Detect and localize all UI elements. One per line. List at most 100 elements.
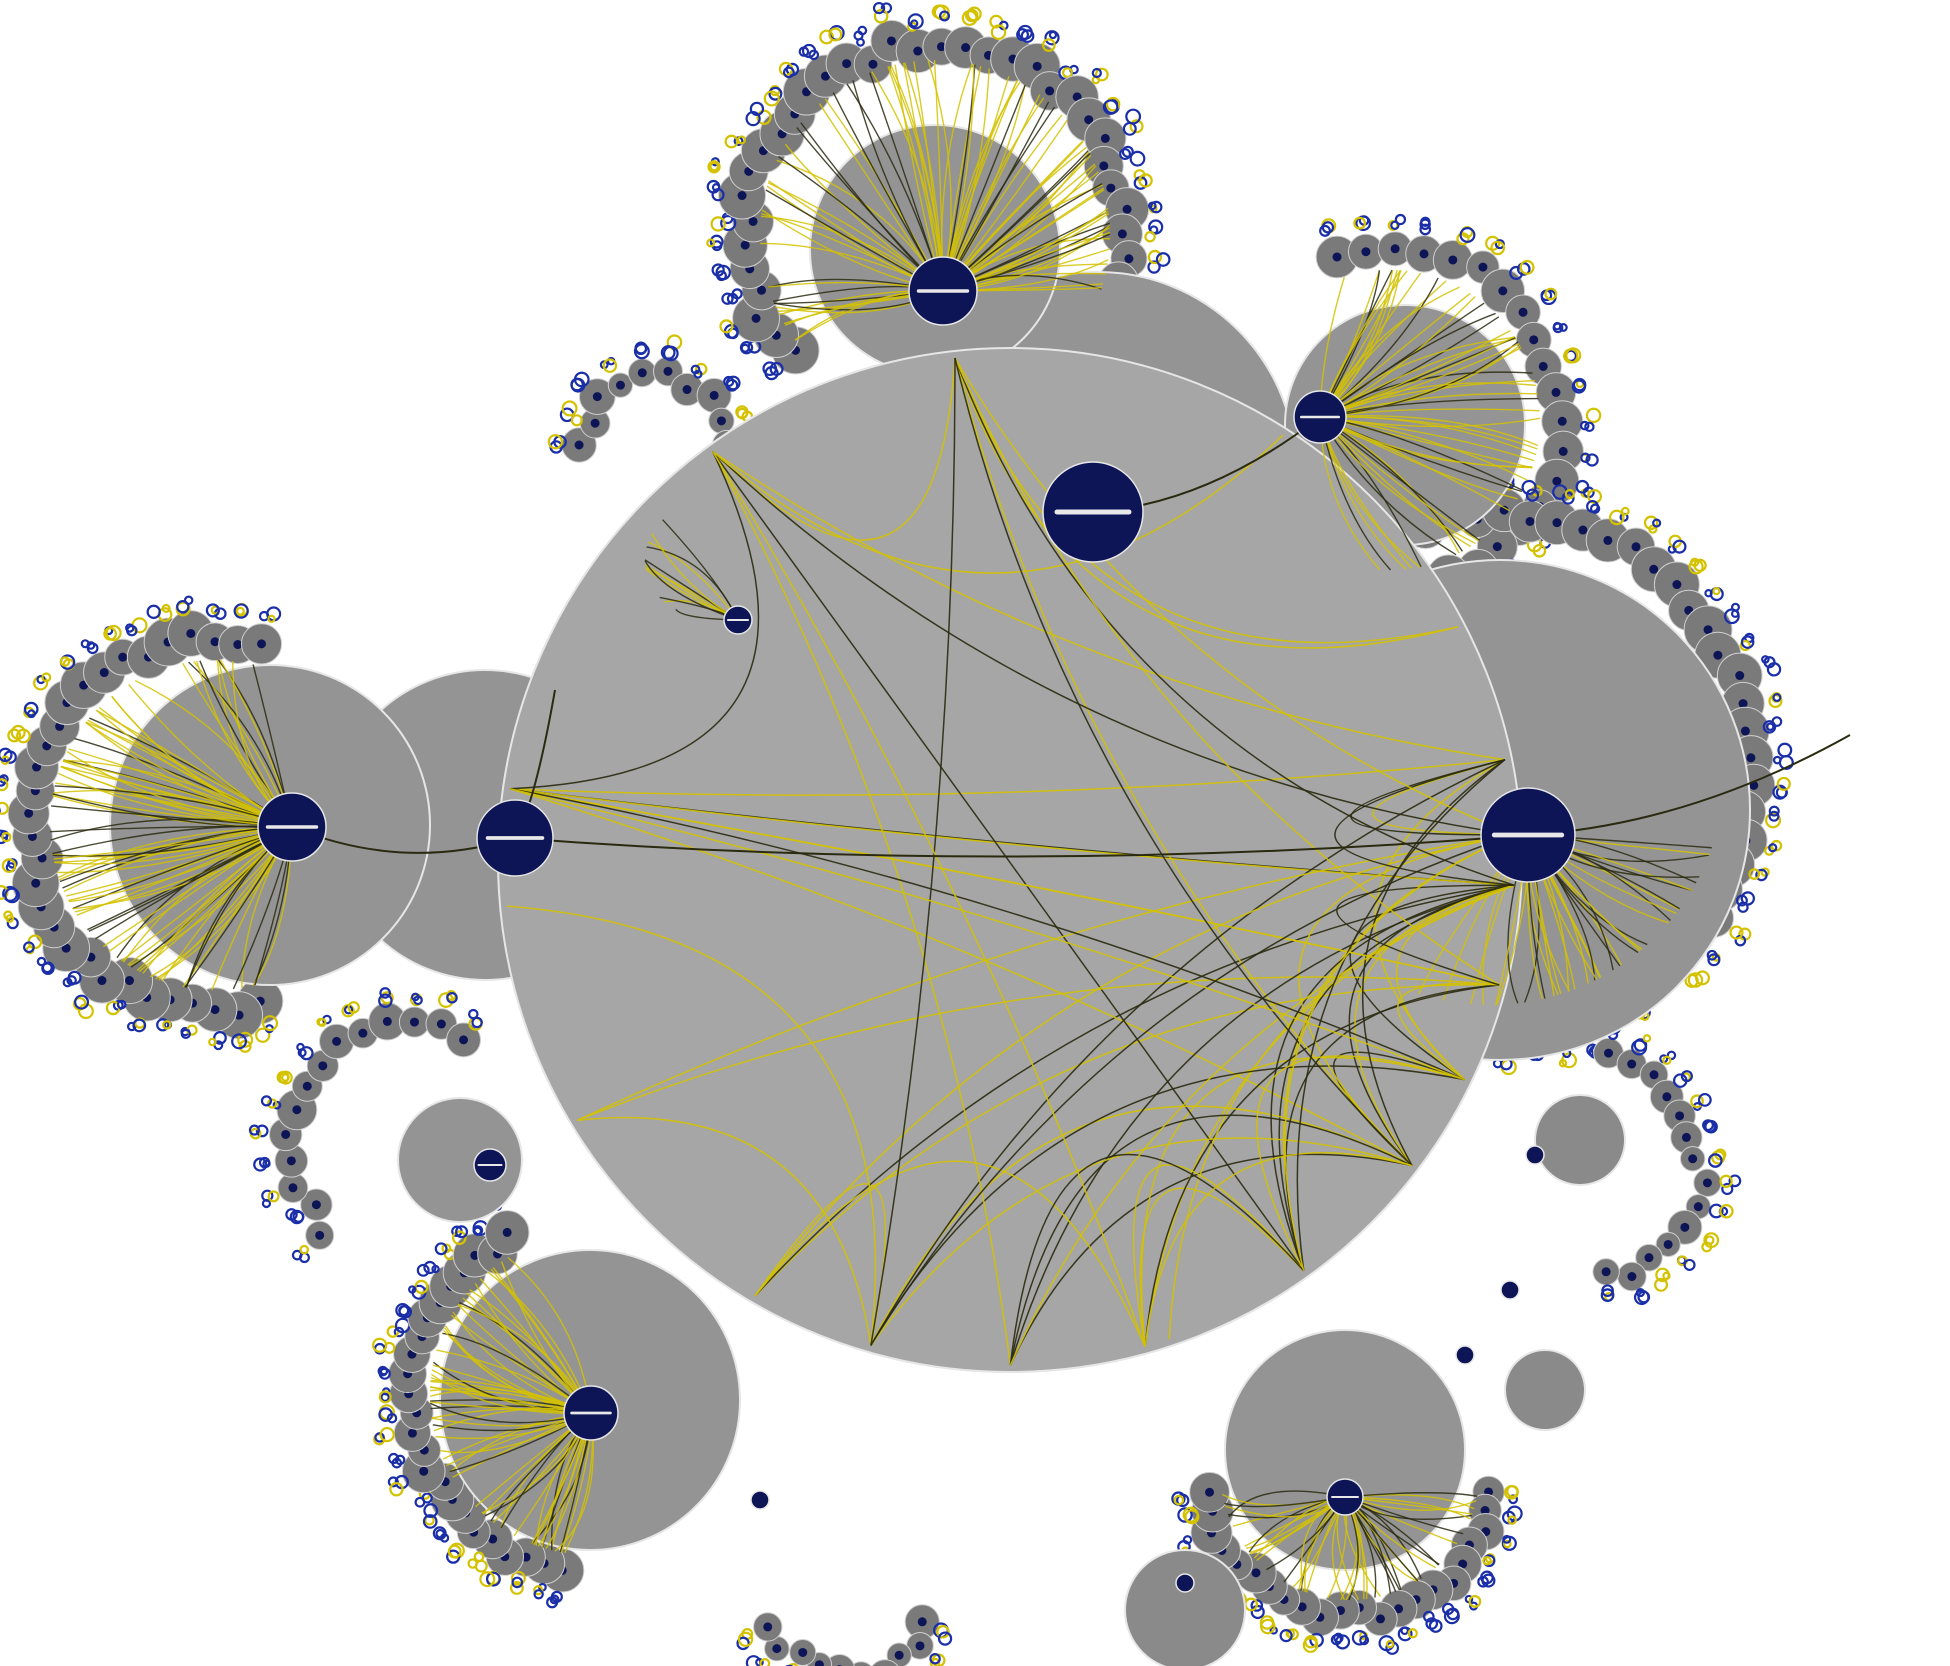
fringe-leaf bbox=[468, 1008, 479, 1020]
main-edge bbox=[1009, 884, 1515, 1366]
fringe-node bbox=[961, 43, 971, 53]
fringe-node bbox=[936, 42, 946, 52]
fringe-node bbox=[842, 59, 852, 69]
fringe-leaf bbox=[389, 1482, 404, 1497]
fringe-leaf bbox=[1697, 1092, 1712, 1107]
fringe-leaf bbox=[533, 1589, 544, 1600]
fringe-leaf bbox=[720, 214, 737, 232]
fringe-leaf bbox=[1777, 742, 1793, 758]
fringe-node bbox=[772, 1644, 782, 1654]
fringe-leaf bbox=[1468, 1595, 1482, 1608]
fringe-node bbox=[488, 1534, 498, 1544]
fringe-leaf bbox=[132, 1018, 147, 1033]
fringe-leaf bbox=[1760, 867, 1770, 877]
fringe-leaf bbox=[156, 1018, 170, 1032]
fringe-bubble bbox=[871, 1659, 899, 1666]
fringe-node bbox=[1680, 1222, 1690, 1232]
main-edge bbox=[509, 788, 1465, 1081]
fringe-leaf bbox=[317, 1018, 327, 1027]
fringe-leaf bbox=[550, 1590, 563, 1603]
fringe-leaf bbox=[1584, 421, 1595, 433]
fringe-node bbox=[302, 1081, 312, 1091]
cluster-edge bbox=[57, 772, 293, 828]
fringe-leaf bbox=[1516, 262, 1531, 276]
fringe-node bbox=[1084, 115, 1094, 125]
fringe-leaf bbox=[1149, 200, 1163, 214]
main-edge bbox=[1144, 1152, 1413, 1347]
fringe-leaf bbox=[438, 992, 454, 1008]
fringe-leaf bbox=[1728, 1174, 1742, 1188]
fringe-leaf bbox=[1642, 1034, 1652, 1043]
fringe-node bbox=[820, 71, 830, 81]
fringe-node bbox=[31, 878, 41, 888]
fringe-leaf bbox=[80, 639, 90, 649]
fringe-leaf bbox=[1138, 173, 1153, 188]
main-edge bbox=[1144, 984, 1500, 1347]
main-edge bbox=[1397, 982, 1500, 1081]
fringe-leaf bbox=[939, 10, 951, 22]
fringe-leaf bbox=[41, 962, 53, 974]
fringe-leaf bbox=[1155, 252, 1171, 267]
fringe-leaf bbox=[1633, 1289, 1650, 1306]
fringe-leaf bbox=[3, 910, 13, 921]
fringe-leaf bbox=[183, 595, 194, 606]
fringe-leaf bbox=[721, 292, 734, 305]
fringe-leaf bbox=[86, 642, 99, 655]
fringe-leaf bbox=[1740, 635, 1755, 649]
fringe-leaf bbox=[1351, 1629, 1368, 1646]
fringe-node bbox=[1703, 625, 1713, 635]
fringe-leaf bbox=[1765, 812, 1782, 829]
fringe-leaf bbox=[1397, 1626, 1413, 1642]
fringe-node bbox=[1601, 1267, 1611, 1277]
fringe-leaf bbox=[1182, 1535, 1193, 1545]
fringe-leaf bbox=[1608, 509, 1625, 526]
main-edge bbox=[870, 1105, 1413, 1346]
fringe-node bbox=[1644, 1253, 1654, 1263]
fringe-leaf bbox=[62, 977, 73, 988]
fringe-leaf bbox=[180, 1028, 191, 1040]
fringe-leaf bbox=[267, 1098, 278, 1109]
main-edge bbox=[1336, 884, 1515, 986]
cluster-edge bbox=[1319, 416, 1538, 450]
fringe-leaf bbox=[248, 1124, 260, 1136]
main-edge bbox=[954, 357, 1413, 1167]
fringe-leaf bbox=[1766, 662, 1782, 677]
fringe-node bbox=[1663, 1239, 1673, 1249]
fringe-leaf bbox=[509, 1581, 524, 1595]
bottom-small-disc bbox=[1124, 1549, 1246, 1666]
fringe-leaf bbox=[208, 1037, 217, 1047]
fringe-node bbox=[1499, 505, 1509, 515]
fringe-leaf bbox=[1703, 1120, 1717, 1133]
fringe-leaf bbox=[1708, 1203, 1724, 1219]
cluster-edge bbox=[1228, 1490, 1346, 1518]
fringe-leaf bbox=[1631, 1039, 1648, 1056]
fringe-leaf bbox=[759, 1658, 771, 1666]
fringe-leaf bbox=[59, 656, 71, 667]
fringe-leaf bbox=[1016, 28, 1030, 42]
child-node bbox=[1525, 1145, 1545, 1165]
fringe-leaf bbox=[910, 19, 919, 28]
fringe-node bbox=[1394, 1604, 1404, 1614]
fringe-node bbox=[1498, 286, 1508, 296]
main-edge bbox=[754, 1160, 1146, 1347]
fringe-leaf bbox=[1330, 1634, 1343, 1646]
fringe-leaf bbox=[660, 345, 676, 360]
fringe-leaf bbox=[1502, 1534, 1512, 1544]
fringe-node bbox=[894, 1650, 904, 1660]
fringe-leaf bbox=[1422, 1610, 1435, 1623]
fringe-leaf bbox=[1105, 96, 1121, 112]
fringe-node bbox=[1478, 262, 1488, 272]
main-edge bbox=[754, 984, 1500, 1297]
fringe-leaf bbox=[1287, 1628, 1299, 1641]
fringe-leaf bbox=[23, 701, 39, 717]
fringe-leaf bbox=[260, 1095, 273, 1107]
fringe-leaf bbox=[1544, 287, 1558, 301]
fringe-leaf bbox=[1020, 29, 1035, 43]
fringe-leaf bbox=[731, 288, 743, 300]
main-edge bbox=[1009, 1153, 1413, 1366]
main-edge bbox=[954, 357, 1515, 836]
fringe-leaf bbox=[434, 1242, 448, 1256]
fringe-node bbox=[470, 1250, 480, 1260]
fringe-bubble bbox=[850, 1661, 872, 1666]
